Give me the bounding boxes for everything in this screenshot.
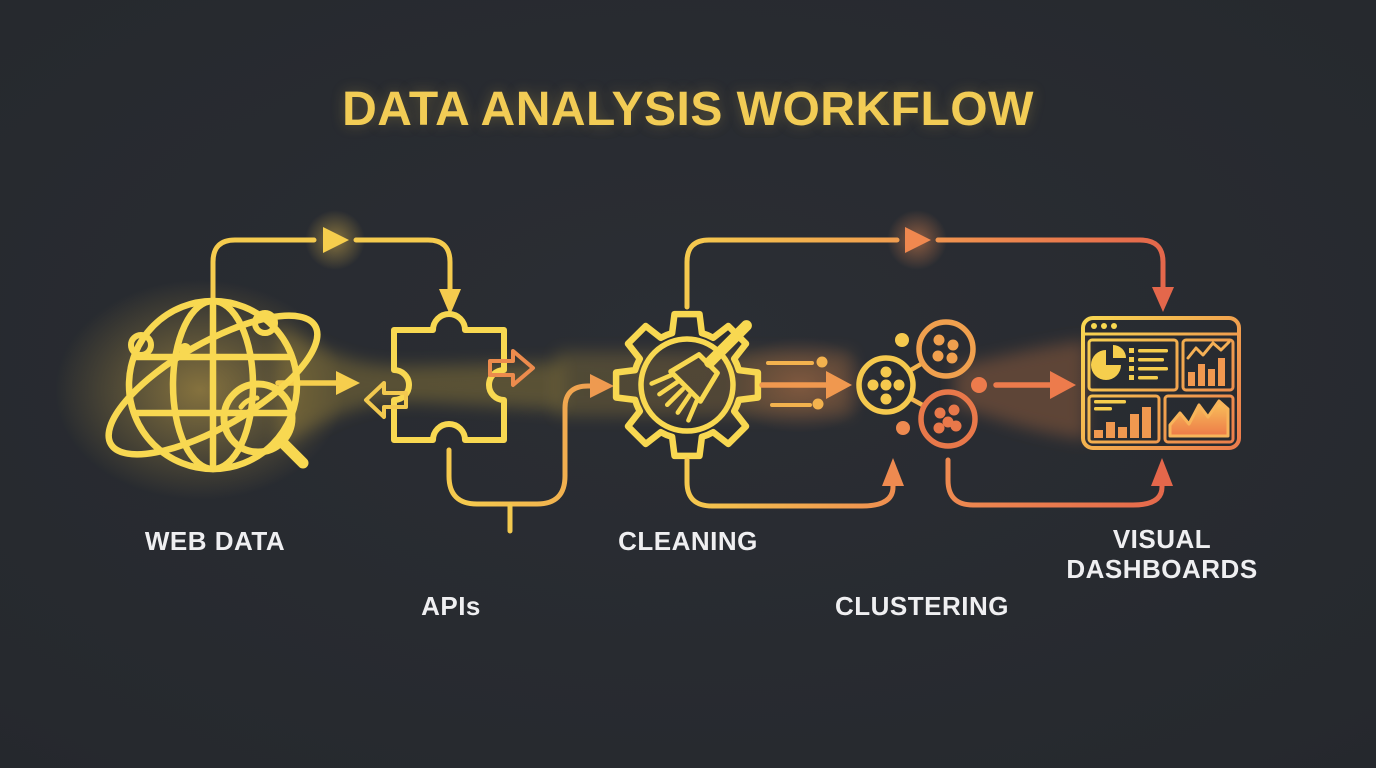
- stage-label-apis: APIs: [421, 591, 481, 621]
- orbit-ring: [105, 312, 321, 458]
- arrowhead-up-icon: [1151, 458, 1173, 486]
- connector-line: [353, 237, 453, 293]
- arrowhead-right-icon: [590, 374, 614, 398]
- connector-webdata-to-apis-top: [210, 227, 461, 315]
- list-lines-icon: [1129, 348, 1168, 380]
- stage-label-visual-dashboards: VISUAL DASHBOARDS: [1066, 524, 1258, 584]
- arrow-right-outline-icon: [488, 349, 535, 387]
- panel-top-right: [1181, 338, 1235, 392]
- connector-apis-to-cleaning: [446, 374, 614, 534]
- browser-window-outline: [1081, 316, 1241, 450]
- orbit-node: [252, 310, 278, 336]
- connector-cleaning-to-dashboards-top: [684, 227, 1174, 312]
- connector-line: [446, 383, 594, 507]
- connector-line: [945, 457, 1165, 508]
- connector-line: [210, 237, 317, 310]
- stage-label-cleaning: CLEANING: [618, 526, 758, 556]
- cluster-circle-top: [916, 319, 976, 379]
- api-exchange-arrows: [364, 349, 535, 419]
- stage-label-clustering: CLUSTERING: [835, 591, 1009, 621]
- arrowhead-up-icon: [882, 458, 904, 486]
- gear-inner-circle: [638, 336, 736, 434]
- gear-outline: [612, 310, 762, 460]
- line-bar-chart-icon: [1186, 340, 1231, 386]
- beam-web-to-api: [278, 325, 562, 448]
- beam-cluster-to-dash: [955, 340, 1086, 440]
- orbit-node: [128, 332, 154, 358]
- cluster-link: [907, 395, 927, 409]
- dashboard-icon: [1081, 316, 1241, 450]
- stray-dot: [971, 377, 987, 393]
- cluster-circle-left: [856, 355, 916, 415]
- connector-line: [684, 457, 896, 509]
- panel-bottom-left: [1087, 394, 1161, 444]
- connector-line: [684, 237, 900, 310]
- pie-chart-icon: [1091, 345, 1126, 380]
- arrowhead-right-icon: [1050, 371, 1076, 399]
- stray-dot: [896, 421, 910, 435]
- area-chart-icon: [1168, 399, 1230, 438]
- cluster-circle-bottom: [918, 389, 978, 449]
- arrow-clustering-to-dashboards: [993, 371, 1076, 399]
- cluster-nodes-icon: [856, 319, 987, 449]
- arrowhead-right-icon: [826, 371, 852, 399]
- play-triangle-icon: [905, 227, 931, 253]
- play-triangle-icon: [323, 227, 349, 253]
- connector-clustering-to-dashboards-bottom: [945, 457, 1173, 508]
- motion-dot: [812, 398, 824, 410]
- orbit-dot: [179, 343, 191, 355]
- arrowhead-down-icon: [1152, 287, 1174, 312]
- stage-label-web-data: WEB DATA: [144, 526, 286, 556]
- arrow-left-outline-icon: [364, 381, 408, 419]
- panel-bottom-right: [1163, 394, 1235, 444]
- globe-search-icon: [105, 297, 321, 473]
- arrowhead-down-icon: [439, 289, 461, 315]
- diagram-title: DATA ANALYSIS WORKFLOW: [342, 83, 1034, 136]
- connector-line: [935, 237, 1166, 291]
- stray-dot: [895, 333, 909, 347]
- arrow-cleaning-to-clustering: [759, 356, 852, 410]
- broom-icon: [649, 320, 752, 423]
- browser-dots-icon: [1091, 323, 1117, 329]
- motion-dot: [816, 356, 828, 368]
- magnifier-icon: [220, 380, 309, 469]
- arrowhead-right-icon: [336, 371, 360, 395]
- gear-broom-icon: [612, 310, 762, 460]
- connector-cleaning-to-clustering-bottom: [684, 457, 904, 509]
- panel-top-left: [1087, 338, 1179, 392]
- bar-chart-icon: [1094, 400, 1151, 438]
